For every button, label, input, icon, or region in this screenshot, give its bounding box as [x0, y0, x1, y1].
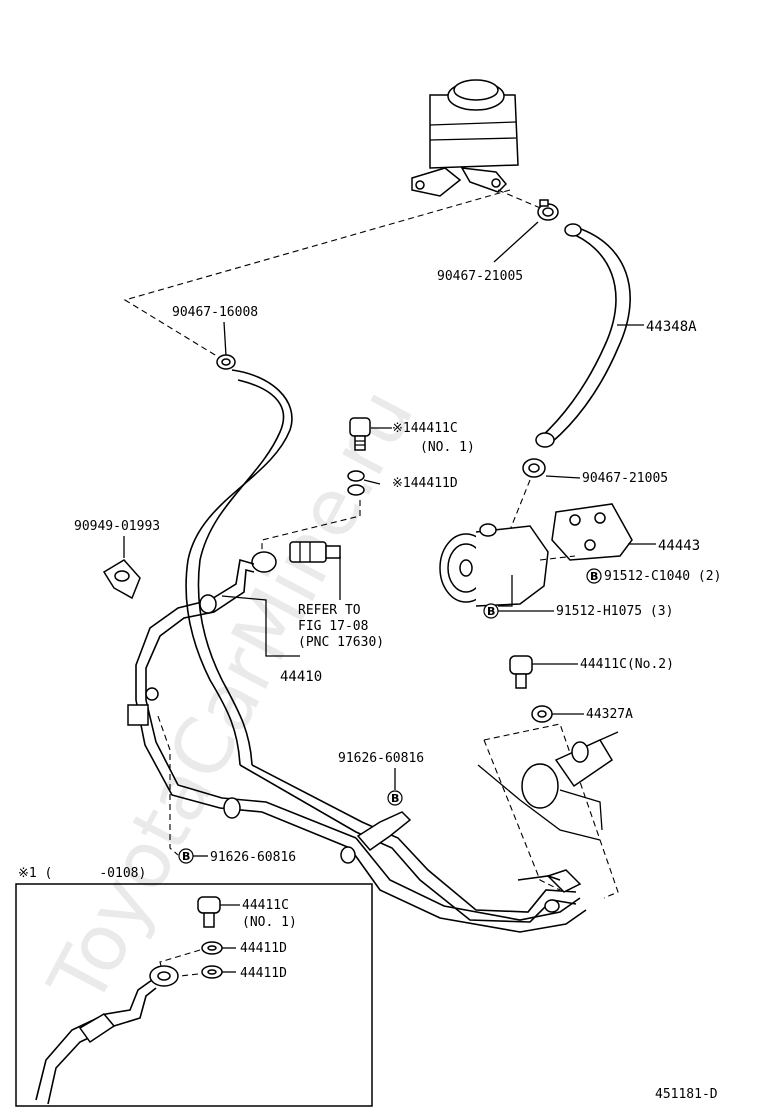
hose-clamp-mid: [522, 458, 546, 478]
dash-gasket-to-switch: [261, 500, 361, 556]
callout-44348A: 44348A: [646, 319, 697, 335]
inset-44411C: 44411C: [242, 898, 289, 913]
dash-tank-to-left: [123, 189, 511, 359]
callout-refer-3: (PNC 17630): [298, 635, 384, 650]
dash-pump-to-bracket: [539, 555, 576, 561]
callout-44327A: 44327A: [586, 707, 633, 722]
inset-detail: ※1 ( -0108) 44411C (NO. 1) 44411D 44411D: [15, 866, 373, 1107]
pressure-tube-44410: [127, 551, 357, 849]
pressure-switch: [289, 541, 341, 563]
union-bolt-44411C: [349, 417, 371, 451]
inset-no1: (NO. 1): [242, 915, 297, 930]
gaskets-44411D: [347, 470, 381, 496]
callout-91626-60816-left: 91626-60816: [210, 850, 296, 865]
callout-90467-21005-mid: 90467-21005: [582, 471, 668, 486]
callout-44411C-no2: 44411C(No.2): [580, 657, 674, 672]
badge-91626-mid: B: [387, 790, 403, 806]
callout-44411D-ast: ※144411D: [392, 476, 458, 491]
callout-44411C-ast: ※144411C: [392, 421, 458, 436]
callout-refer-1: REFER TO: [298, 603, 361, 618]
callout-refer-2: FIG 17-08: [298, 619, 368, 634]
badge-91626-left: B: [178, 848, 194, 864]
dash-clamp-to-pump: [509, 479, 531, 531]
dash-91626-left: [157, 715, 179, 856]
callout-90467-16008: 90467-16008: [172, 305, 258, 320]
callout-no1-a: (NO. 1): [420, 440, 475, 455]
inset-44411D-b: 44411D: [240, 966, 287, 981]
callout-90467-21005-top: 90467-21005: [437, 269, 523, 284]
union-bolt-44411C-no2: [509, 655, 533, 689]
lower-pipes: [239, 764, 587, 933]
pump-bracket-44443: [551, 503, 633, 561]
callout-91512-C1040: 91512-C1040 (2): [604, 569, 721, 584]
diagram-id: 451181-D: [655, 1087, 718, 1102]
callout-91512-H1075: 91512-H1075 (3): [556, 604, 673, 619]
inset-title: ※1 ( -0108): [18, 866, 146, 881]
dash-tank-to-clamp: [497, 189, 546, 211]
leader-90467-21005-mid: [545, 475, 581, 479]
badge-91512-H1075: B: [483, 603, 499, 619]
leader-91512-H1075-dash: [498, 575, 513, 607]
callout-91626-60816-mid: 91626-60816: [338, 751, 424, 766]
svg-text:B: B: [391, 792, 399, 805]
hose-clamp-top: [537, 199, 559, 221]
callout-90949-01993: 90949-01993: [74, 519, 160, 534]
leader-90467-16008: [223, 321, 227, 357]
power-steering-pump: [439, 523, 549, 607]
leader-44410: [221, 595, 300, 657]
svg-text:B: B: [182, 850, 190, 863]
hose-clamp-left: [216, 354, 236, 370]
gasket-44327A: [531, 705, 553, 723]
badge-91512-C1040: B: [586, 568, 602, 584]
callout-44443: 44443: [658, 538, 700, 554]
svg-text:B: B: [487, 605, 495, 618]
steering-gear: [477, 723, 619, 899]
callout-44410: 44410: [280, 669, 322, 685]
leader-90467-21005-top: [493, 221, 539, 263]
inset-44411D-a: 44411D: [240, 941, 287, 956]
reservoir-tank: [411, 79, 519, 197]
clamp-90949: [102, 559, 141, 600]
svg-text:B: B: [590, 570, 598, 583]
supply-hose: [185, 369, 293, 766]
return-hose-44348A: [535, 223, 631, 448]
